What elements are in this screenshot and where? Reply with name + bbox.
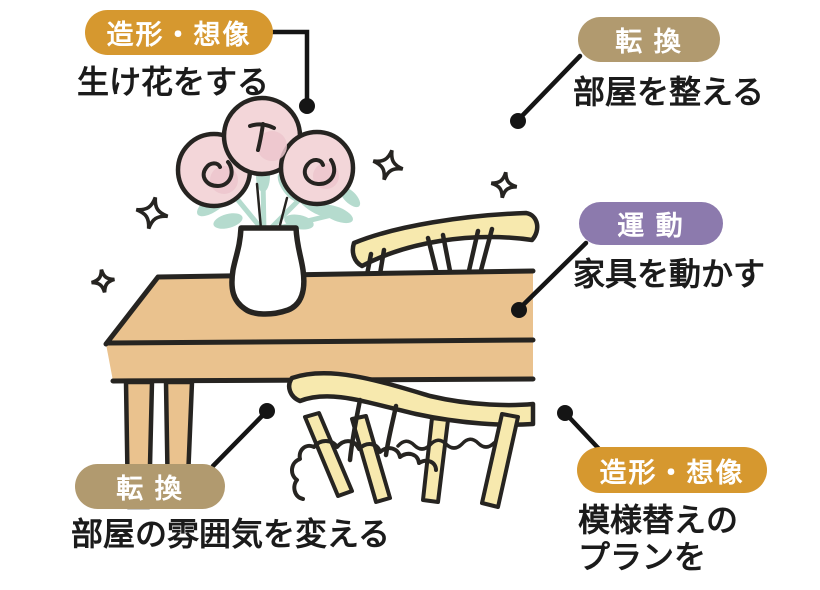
connector-move-furniture [511,240,589,318]
sparkle-icon [369,146,406,183]
connector-tidy-room [510,53,583,129]
callout-redecorate-plan: 造形・想像 模様替えの プランを [577,447,767,575]
category-badge: 造形・想像 [577,447,767,493]
callout-text-line: 家具を動かす [573,256,766,292]
sparkle-icon [133,194,171,232]
callout-text-line: 模様替えの [578,502,739,538]
sparkle-icon [90,268,116,294]
chair-front-icon [287,371,536,509]
callout-text: 部屋の雰囲気を変える [71,516,390,553]
callout-text-line: プランを [578,539,707,576]
vase-icon [229,225,307,317]
callout-change-mood: 転 換 部屋の雰囲気を変える [71,464,390,552]
connector-redecorate-plan [557,405,603,453]
category-badge: 転 換 [75,464,225,509]
connector-ikebana [269,29,315,114]
sketch-scribble-icon [290,439,438,501]
chair-back-icon [350,210,540,283]
connector-change-mood [210,403,275,469]
flower-bouquet-icon [175,95,356,209]
callout-text: 生け花をする [77,64,269,101]
callout-text: 家具を動かす [573,256,765,293]
category-badge: 転 換 [578,17,720,62]
callout-ikebana: 造形・想像 生け花をする [77,10,273,100]
category-badge: 造形・想像 [85,10,273,55]
callout-text-line: 生け花をする [77,64,270,100]
table-icon [103,268,536,510]
callout-text: 模様替えの プランを [578,502,738,576]
callout-text: 部屋を整える [573,74,764,111]
category-badge: 運 動 [579,202,723,245]
callout-text-line: 部屋を整える [573,74,765,110]
sparkle-icon [490,171,519,200]
callout-move-furniture: 運 動 家具を動かす [573,202,765,292]
callout-tidy-room: 転 換 部屋を整える [573,17,764,110]
callout-text-line: 部屋の雰囲気を変える [71,516,391,552]
